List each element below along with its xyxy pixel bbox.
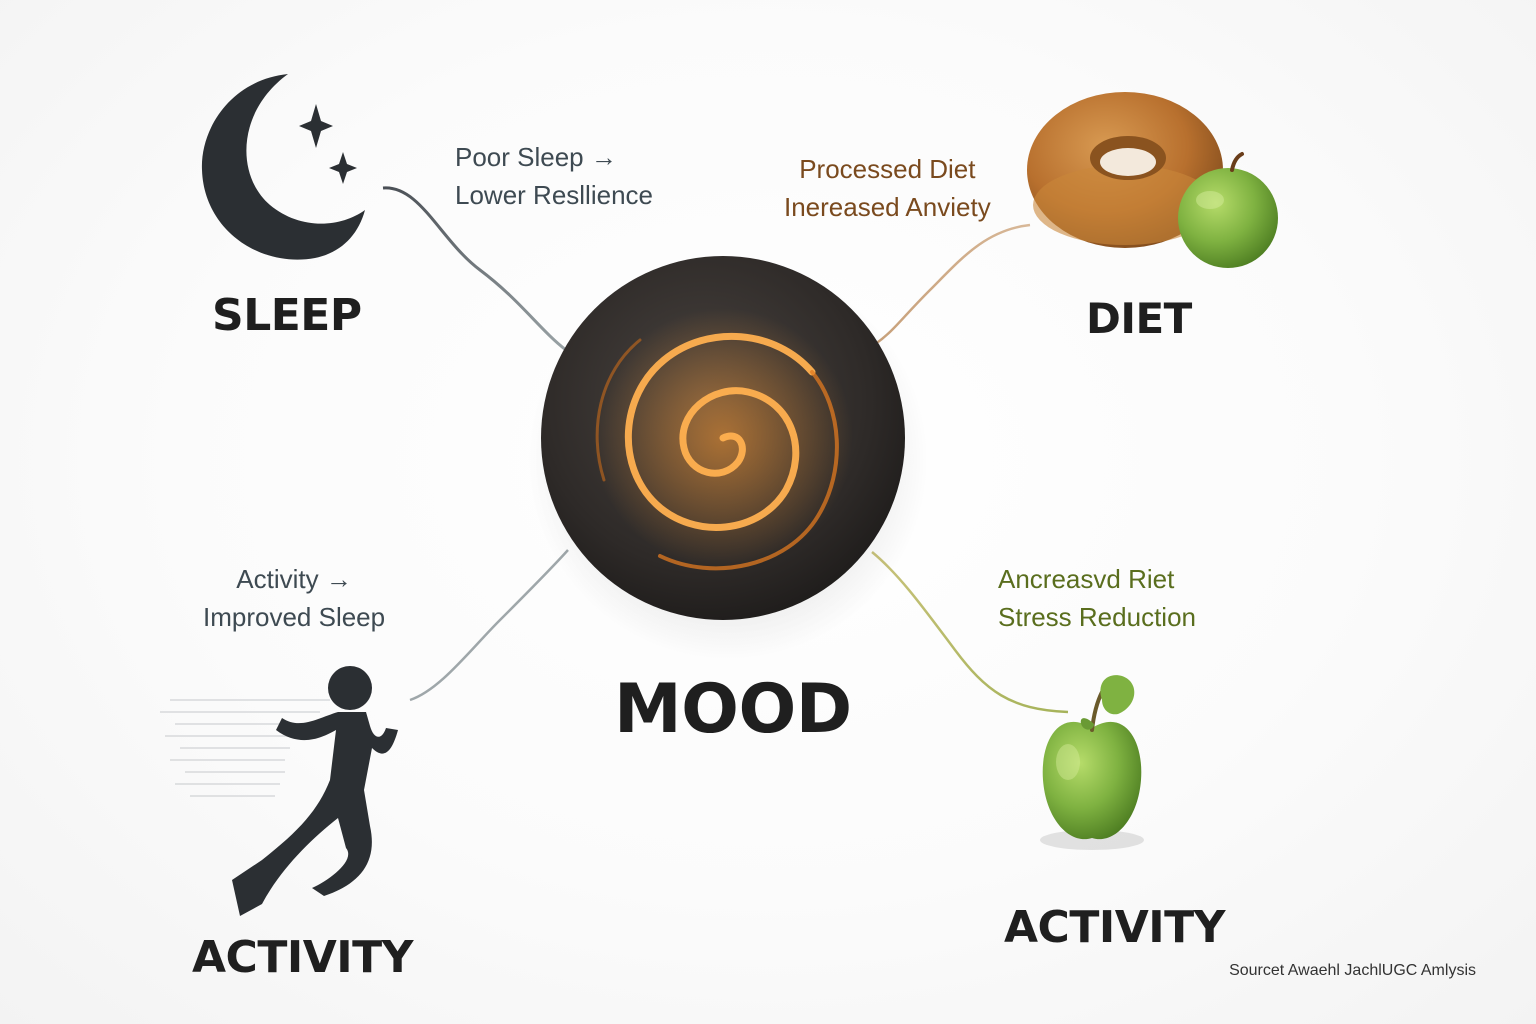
connector-sleep bbox=[382, 186, 567, 352]
note-diet: Processed Diet Inereased Anviety bbox=[784, 150, 991, 226]
moon-stars-icon bbox=[201, 74, 365, 260]
note-activity-left-line2: Improved Sleep bbox=[203, 602, 386, 632]
note-activity-right: Ancreasvd Riet Stress Reduction bbox=[998, 560, 1196, 636]
source-caption: Sourcet Awaehl JachlUGC Amlysis bbox=[1229, 962, 1476, 979]
label-diet: DIET bbox=[1086, 294, 1192, 343]
note-sleep-line1: Poor Sleep → bbox=[455, 142, 617, 172]
connector-activity-left bbox=[409, 549, 569, 702]
star-small bbox=[329, 152, 357, 184]
mood-node bbox=[528, 256, 928, 660]
donut-apple-icon bbox=[1027, 92, 1278, 268]
label-mood: MOOD bbox=[614, 670, 852, 749]
label-activity-left: ACTIVITY bbox=[192, 932, 414, 983]
connector-diet bbox=[873, 223, 1031, 347]
apple-small-icon bbox=[1178, 152, 1278, 268]
label-activity-right: ACTIVITY bbox=[1004, 902, 1226, 953]
note-diet-line2: Inereased Anviety bbox=[784, 192, 991, 222]
note-sleep: Poor Sleep → Lower Resllience bbox=[455, 138, 653, 214]
note-diet-line1: Processed Diet bbox=[799, 154, 976, 184]
note-activity-left-line1: Activity → bbox=[236, 564, 352, 594]
note-activity-left: Activity → Improved Sleep bbox=[203, 560, 385, 636]
apple-icon bbox=[1040, 675, 1144, 850]
note-sleep-line2: Lower Resllience bbox=[455, 180, 653, 210]
swirl-icon bbox=[595, 332, 839, 571]
note-activity-right-line1: Ancreasvd Riet bbox=[998, 564, 1175, 594]
label-sleep: SLEEP bbox=[212, 290, 362, 341]
note-activity-right-line2: Stress Reduction bbox=[998, 602, 1196, 632]
runner-icon bbox=[160, 666, 398, 916]
star-large bbox=[299, 104, 333, 148]
connector-activity-right bbox=[871, 551, 1069, 714]
